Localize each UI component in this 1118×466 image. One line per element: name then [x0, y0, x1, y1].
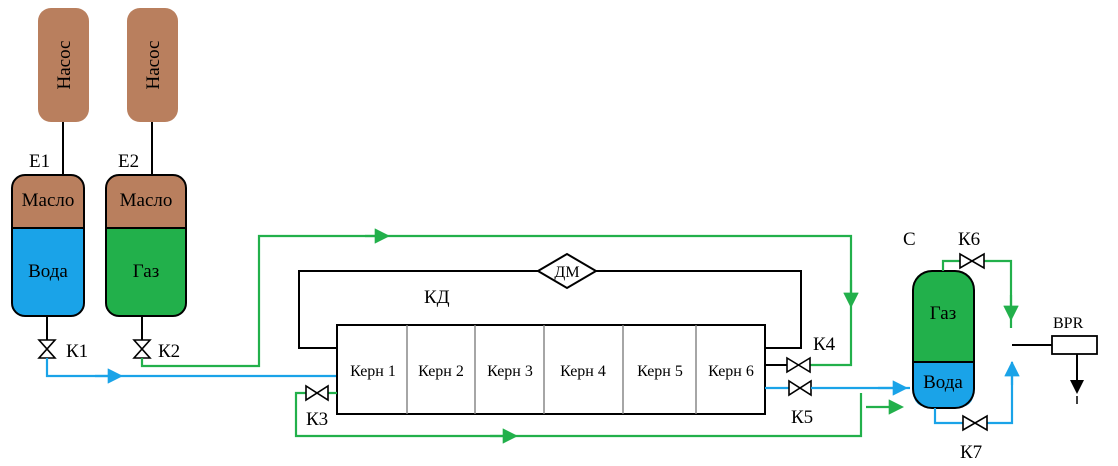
tank-e1-top-label: Масло [22, 190, 75, 211]
valve-k5-icon[interactable] [788, 379, 812, 397]
pump-1-label: Насос [54, 41, 75, 90]
tank-e1-bottom-label: Вода [28, 261, 68, 282]
valve-k4-icon[interactable] [786, 356, 811, 374]
bypass-loop [298, 270, 802, 349]
pump-1: Насос [38, 8, 89, 122]
pump-2: Насос [127, 8, 178, 122]
core-5-label: Керн 5 [637, 363, 683, 380]
valve-k6-label: К6 [958, 229, 980, 250]
pump-2-label: Насос [143, 41, 164, 90]
valve-k1-label: К1 [66, 341, 88, 362]
pressure-gauge-label: ДМ [554, 264, 579, 281]
tank-e2: Масло Газ [105, 174, 187, 317]
bpr-label: BPR [1053, 315, 1084, 332]
core-4-label: Керн 4 [560, 363, 606, 380]
valve-k5-label: К5 [791, 407, 813, 428]
valve-k3-label: К3 [306, 409, 328, 430]
valve-k3-icon[interactable] [305, 384, 329, 402]
valve-k7-label: К7 [960, 442, 982, 463]
core-6-label: Керн 6 [708, 363, 754, 380]
core-2-label: Керн 2 [418, 363, 464, 380]
water-line-e1 [45, 358, 337, 378]
separator-top-label: Газ [930, 303, 956, 324]
pressure-gauge-dm: ДМ [536, 252, 598, 290]
gas-line-e2 [140, 234, 853, 368]
tank-e1-name: Е1 [29, 151, 50, 172]
core-1-label: Керн 1 [350, 363, 396, 380]
tank-e1: Масло Вода [11, 174, 85, 317]
core-3-label: Керн 3 [487, 363, 533, 380]
valve-k6-icon[interactable] [959, 252, 985, 270]
tank-e2-top-label: Масло [120, 190, 173, 211]
core-holder-name: КД [424, 287, 450, 308]
valve-k7-icon[interactable] [962, 414, 988, 432]
valve-k1-icon[interactable] [37, 339, 57, 359]
tank-e2-bottom-label: Газ [133, 261, 159, 282]
valve-k4-label: К4 [813, 334, 836, 355]
gas-line-to-k4 [810, 304, 853, 367]
tank-e2-name: Е2 [118, 151, 139, 172]
separator-c: Газ Вода [912, 270, 975, 409]
gas-line-k3 [294, 391, 863, 438]
valve-k2-label: К2 [158, 341, 180, 362]
core-holder: Керн 1 Керн 2 Керн 3 Керн 4 Керн 5 Керн … [336, 324, 766, 415]
separator-bottom-label: Вода [923, 372, 963, 393]
separator-name: С [903, 229, 916, 250]
bpr-valve[interactable] [1051, 335, 1098, 404]
valve-k2-icon[interactable] [132, 339, 152, 359]
